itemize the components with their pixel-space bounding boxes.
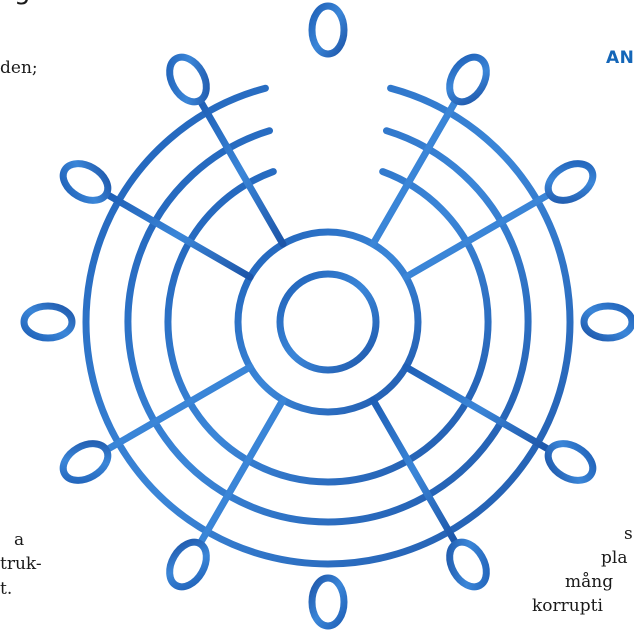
wheel-handle xyxy=(544,160,597,204)
wheel-handle xyxy=(446,538,490,591)
hub-inner-ring xyxy=(276,270,380,374)
wheel-spoke xyxy=(197,396,287,547)
wheel-handle xyxy=(59,160,112,204)
wheel-handle xyxy=(308,2,348,58)
wheel-handle xyxy=(166,538,210,591)
section-title: AN xyxy=(606,48,634,68)
wheel-handle xyxy=(308,574,348,630)
wheel-spoke xyxy=(103,363,254,453)
wheel-spoke xyxy=(103,191,254,281)
heading-fragment: g xyxy=(0,0,60,6)
wheel-spoke xyxy=(402,191,553,281)
wheel-handle xyxy=(446,53,490,106)
wheel-handle xyxy=(59,440,112,484)
wheel-handle xyxy=(166,53,210,106)
right-text-line: mång xyxy=(565,572,614,592)
right-text-line: pla xyxy=(601,548,628,568)
wheel-handle xyxy=(20,302,76,342)
wheel-handle xyxy=(580,302,634,342)
right-text-line: korrupti xyxy=(532,596,603,616)
left-text-line: a xyxy=(14,530,25,550)
wheel-spoke xyxy=(369,97,459,248)
wheel-spoke xyxy=(197,97,287,248)
wheel-spoke xyxy=(402,363,553,453)
left-text-line: t. xyxy=(0,579,13,599)
wheel-handle xyxy=(544,440,597,484)
wheel-spoke xyxy=(369,396,459,547)
left-text-line: truk- xyxy=(0,554,42,574)
heading-fragment-text: g xyxy=(14,0,31,6)
right-text-line: s xyxy=(624,524,633,544)
left-text-line: den; xyxy=(0,58,38,78)
